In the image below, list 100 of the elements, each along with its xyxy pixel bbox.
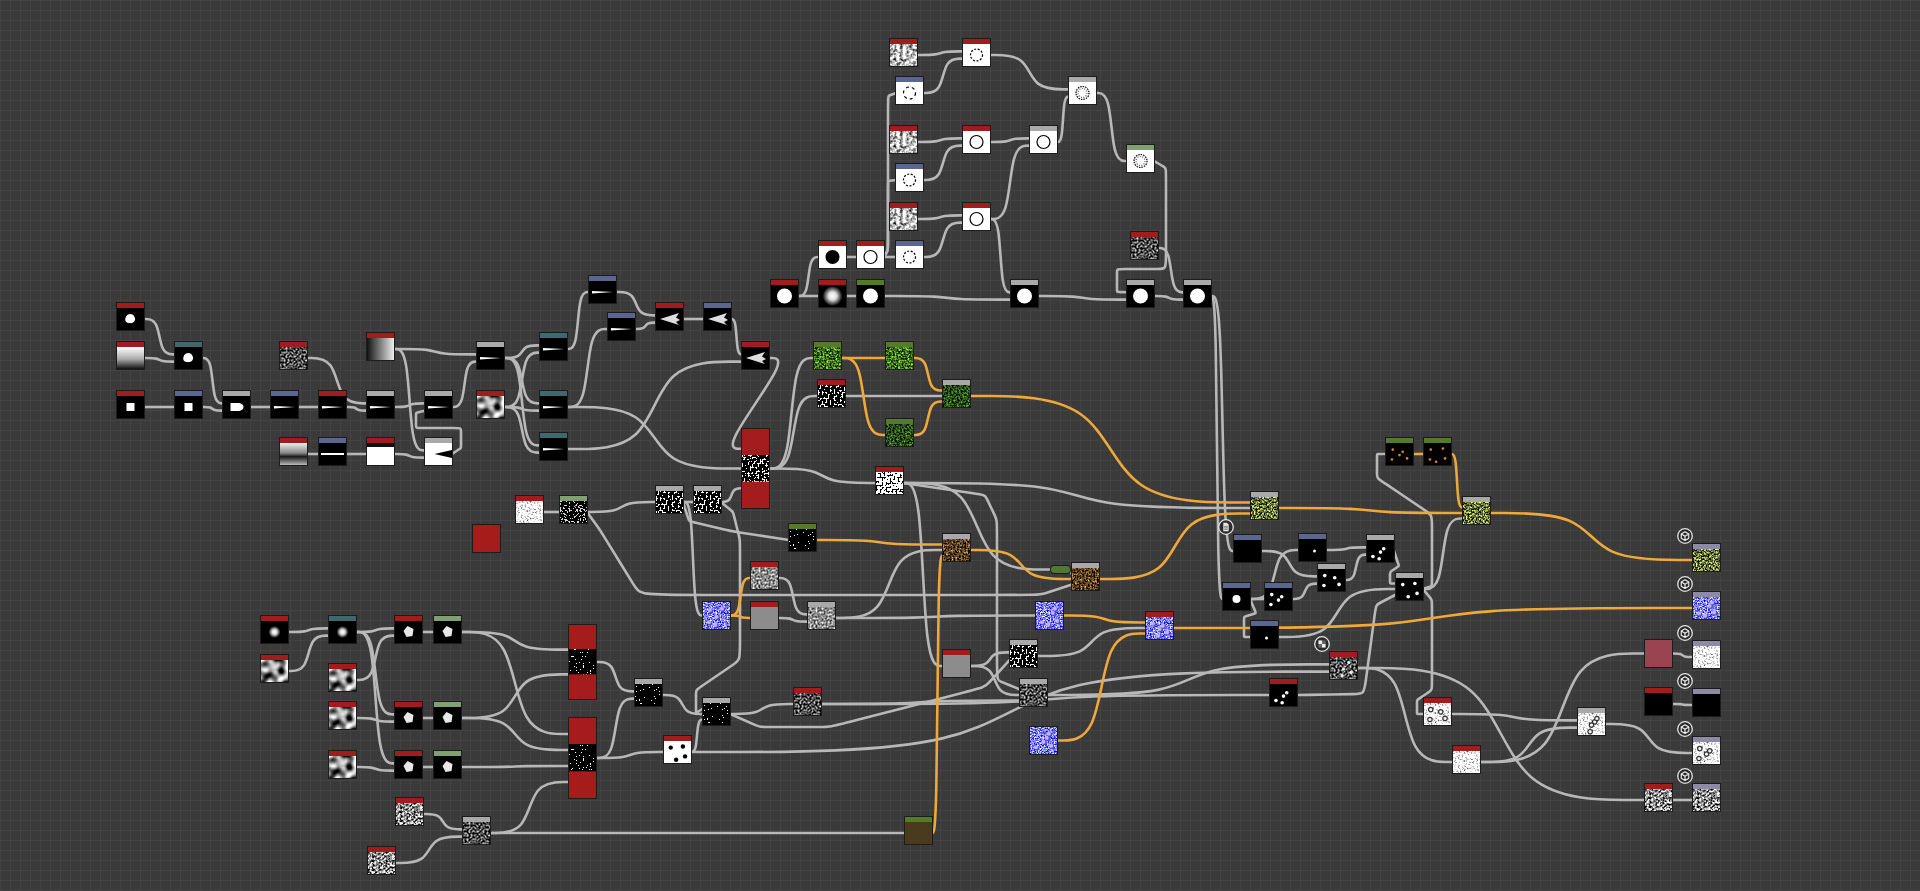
texture-node (664, 736, 691, 763)
texture-node (886, 419, 913, 446)
wire (989, 217, 1012, 294)
wire (1415, 588, 1434, 716)
wire (681, 501, 790, 542)
texture-node (117, 303, 144, 330)
texture-node (963, 126, 990, 153)
wire (596, 750, 664, 760)
wire (394, 347, 425, 452)
texture-node (808, 602, 835, 629)
texture-node (1693, 592, 1720, 619)
wire (835, 614, 1036, 620)
texture-node (1251, 621, 1278, 648)
wire (1038, 294, 1127, 301)
wire (394, 402, 425, 409)
wire (1357, 666, 1645, 802)
texture-node (540, 391, 567, 418)
texture-node (943, 650, 970, 677)
texture-node (117, 391, 144, 418)
texture-node (1127, 145, 1154, 172)
texture-node (656, 303, 683, 330)
texture-node (1011, 280, 1038, 307)
wire (797, 255, 820, 298)
texture-node (425, 438, 452, 465)
wire (356, 634, 395, 682)
texture-node (395, 751, 422, 778)
wire (990, 137, 1030, 144)
texture-node (857, 280, 884, 307)
solid-color-node (1645, 640, 1672, 667)
wire (461, 716, 569, 752)
texture-node (434, 702, 461, 729)
wire (1158, 246, 1184, 294)
texture-node (794, 688, 821, 715)
texture-node (1453, 746, 1480, 773)
wire (970, 394, 1251, 504)
wire (1450, 452, 1464, 509)
wire (1388, 550, 1400, 585)
wire (1480, 652, 1645, 764)
texture-node (703, 602, 730, 629)
texture-node (395, 702, 422, 729)
texture-node (434, 751, 461, 778)
solid-color-node (473, 525, 500, 552)
wire (662, 693, 703, 716)
texture-node (656, 486, 683, 513)
wire (1047, 663, 1330, 697)
texture-node (704, 303, 731, 330)
texture-node (434, 616, 461, 643)
wire (1672, 702, 1693, 707)
texture-node (280, 438, 307, 465)
texture-node (319, 438, 346, 465)
wire (1210, 294, 1224, 601)
wire (1242, 598, 1257, 639)
wire (356, 716, 395, 723)
wire (1451, 712, 1578, 722)
wire (1326, 546, 1367, 552)
texture-node (857, 241, 884, 268)
wire (635, 321, 656, 331)
wire (778, 616, 808, 623)
texture-node (608, 313, 635, 340)
texture-node (1020, 679, 1047, 706)
texture-node (814, 342, 841, 369)
wire (683, 317, 704, 321)
wire (1278, 506, 1463, 515)
texture-node (1578, 708, 1605, 735)
texture-node (896, 241, 923, 268)
wire (1173, 606, 1693, 630)
wire (616, 290, 656, 317)
texture-node (1693, 784, 1720, 811)
texture-node (540, 333, 567, 360)
wire (1605, 722, 1693, 755)
texture-node (367, 333, 394, 360)
texture-node (751, 562, 778, 589)
wire (288, 627, 329, 634)
texture-node (1223, 583, 1250, 610)
wire (395, 835, 463, 865)
texture-node (1396, 573, 1423, 600)
wire (1278, 587, 1396, 639)
wire (731, 356, 780, 451)
wire (902, 481, 1021, 691)
wire (1261, 549, 1318, 578)
texture-node (329, 702, 356, 729)
wire (288, 634, 329, 673)
wire (461, 764, 569, 769)
texture-node (425, 391, 452, 418)
texture-node (367, 391, 394, 418)
texture-node (943, 380, 970, 407)
texture-node (589, 276, 616, 303)
texture-node (943, 534, 970, 561)
texture-node (1645, 688, 1672, 715)
texture-node (367, 438, 394, 465)
texture-node (395, 616, 422, 643)
wire (307, 356, 367, 405)
wire (567, 360, 742, 451)
wire (816, 538, 943, 546)
texture-node (368, 847, 395, 874)
texture-node (569, 625, 596, 699)
texture-node (751, 602, 778, 629)
texture-node (175, 391, 202, 418)
texture-node (890, 203, 917, 230)
texture-node (280, 342, 307, 369)
